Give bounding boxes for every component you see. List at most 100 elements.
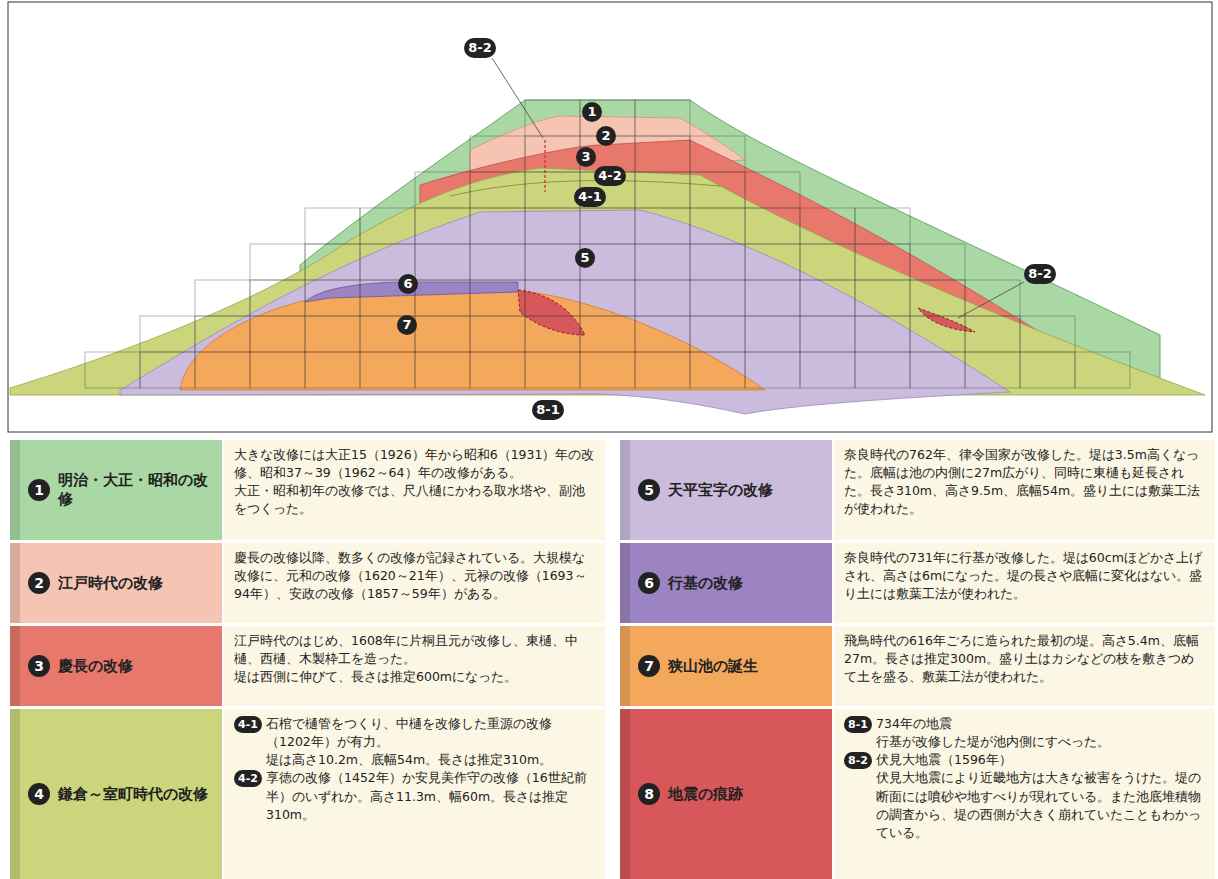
callout-number: 6 bbox=[398, 274, 418, 294]
description-cell: 大きな改修には大正15（1926）年から昭和6（1931）年の改修、昭和37～3… bbox=[224, 440, 605, 540]
description-cell: 奈良時代の731年に行基が改修した。堤は60cmほどかさ上げされ、高さは6mにな… bbox=[834, 543, 1215, 623]
grid-cell bbox=[525, 208, 580, 244]
description-text: 江戸時代のはじめ、1608年に片桐且元が改修し、東樋、中樋、西樋、木製枠工を造っ… bbox=[234, 632, 595, 668]
grid-cell bbox=[305, 352, 360, 388]
grid-cell bbox=[580, 316, 635, 352]
grid-cell bbox=[250, 280, 305, 316]
grid-cell bbox=[690, 208, 745, 244]
grid-cell bbox=[635, 100, 690, 136]
grid-cell bbox=[690, 244, 745, 280]
grid-cell bbox=[855, 208, 910, 244]
grid-cell bbox=[525, 352, 580, 388]
legend-row: 6行基の改修奈良時代の731年に行基が改修した。堤は60cmほどかさ上げされ、高… bbox=[620, 543, 1215, 623]
grid-cell bbox=[580, 352, 635, 388]
grid-cell bbox=[470, 352, 525, 388]
grid-cell bbox=[745, 172, 800, 208]
grid-cell bbox=[525, 244, 580, 280]
grid-cell bbox=[855, 316, 910, 352]
grid-cell bbox=[580, 208, 635, 244]
grid-cell bbox=[470, 244, 525, 280]
sub-number: 8-1 bbox=[844, 716, 872, 733]
slip-8-2 bbox=[918, 308, 975, 332]
grid-cell bbox=[910, 244, 965, 280]
layer-5 bbox=[120, 210, 1010, 414]
grid-cell bbox=[360, 208, 415, 244]
title-cell: 3慶長の改修 bbox=[10, 626, 222, 706]
grid-cell bbox=[635, 280, 690, 316]
grid-cell bbox=[635, 136, 690, 172]
legend-row: 1明治・大正・昭和の改修大きな改修には大正15（1926）年から昭和6（1931… bbox=[10, 440, 605, 540]
grid-cell bbox=[1020, 316, 1075, 352]
grid-cell bbox=[800, 316, 855, 352]
description-cell: 江戸時代のはじめ、1608年に片桐且元が改修し、東樋、中樋、西樋、木製枠工を造っ… bbox=[224, 626, 605, 706]
callout-number: 6 bbox=[638, 572, 660, 594]
grid-cell bbox=[635, 316, 690, 352]
sub-number: 4-1 bbox=[234, 716, 262, 733]
grid-cell bbox=[195, 352, 250, 388]
legend-row: 3慶長の改修江戸時代のはじめ、1608年に片桐且元が改修し、東樋、中樋、西樋、木… bbox=[10, 626, 605, 706]
grid-cell bbox=[635, 172, 690, 208]
grid-cell bbox=[360, 352, 415, 388]
description-cell: 8-1734年の地震行基が改修した堤が池内側にすべった。8-2伏見大地震（159… bbox=[834, 709, 1215, 879]
grid-cell bbox=[1075, 352, 1130, 388]
title-cell: 7 狭山池の誕生 bbox=[620, 626, 832, 706]
row-title: 狭山池の誕生 bbox=[668, 657, 758, 676]
callout-number: 4-2 bbox=[594, 166, 626, 186]
grid-cell bbox=[195, 280, 250, 316]
description-text: 堤は西側に伸びて、長さは推定600mになった。 bbox=[234, 668, 595, 686]
grid-cell bbox=[800, 208, 855, 244]
callout-number: 2 bbox=[28, 572, 50, 594]
grid-cell bbox=[525, 136, 580, 172]
leader-line bbox=[492, 58, 543, 138]
grid-cell bbox=[195, 316, 250, 352]
grid-cell bbox=[305, 280, 360, 316]
row-title: 鎌倉～室町時代の改修 bbox=[58, 785, 208, 804]
grid-cell bbox=[745, 244, 800, 280]
callout-number: 2 bbox=[596, 126, 616, 146]
description-text: 行基が改修した堤が池内側にすべった。 bbox=[876, 733, 1205, 751]
callout-number: 5 bbox=[638, 479, 660, 501]
grid-cell bbox=[965, 280, 1020, 316]
description-text: 大正・昭和初年の改修では、尺八樋にかわる取水塔や、副池をつくった。 bbox=[234, 482, 595, 518]
grid-cell bbox=[855, 280, 910, 316]
grid-cell bbox=[415, 316, 470, 352]
description-text: 奈良時代の762年、律令国家が改修した。堤は3.5m高くなった。底幅は池の内側に… bbox=[844, 446, 1205, 519]
callout-number: 4-1 bbox=[574, 187, 606, 207]
grid-cell bbox=[635, 208, 690, 244]
grid-cell bbox=[855, 352, 910, 388]
row-title: 天平宝字の改修 bbox=[668, 481, 773, 500]
grid-cell bbox=[415, 244, 470, 280]
grid-cell bbox=[470, 208, 525, 244]
legend-row: 2江戸時代の改修慶長の改修以降、数多くの改修が記録されている。大規模な改修に、元… bbox=[10, 543, 605, 623]
grid-cell bbox=[745, 316, 800, 352]
description-text: 堤は高さ10.2m、底幅54m。長さは推定310m。 bbox=[266, 751, 595, 769]
description-text: 石棺で樋管をつくり、中樋を改修した重源の改修（1202年）が有力。 bbox=[266, 715, 595, 751]
callout-number: 1 bbox=[582, 102, 602, 122]
title-cell: 2江戸時代の改修 bbox=[10, 543, 222, 623]
grid-cell bbox=[690, 280, 745, 316]
grid-cell bbox=[910, 316, 965, 352]
callout-number: 5 bbox=[575, 248, 595, 268]
callout-number: 8 bbox=[638, 783, 660, 805]
grid-cell bbox=[140, 316, 195, 352]
grid-cell bbox=[415, 352, 470, 388]
description-cell: 4-1石棺で樋管をつくり、中樋を改修した重源の改修（1202年）が有力。堤は高さ… bbox=[224, 709, 605, 879]
callout-number: 4 bbox=[28, 783, 50, 805]
grid-cell bbox=[690, 352, 745, 388]
grid-cell bbox=[85, 352, 140, 388]
grid-cell bbox=[525, 280, 580, 316]
sub-item: 8-1734年の地震行基が改修した堤が池内側にすべった。 bbox=[844, 715, 1205, 751]
grid-cell bbox=[305, 316, 360, 352]
callout-number: 8-2 bbox=[1024, 264, 1056, 284]
grid-cell bbox=[745, 280, 800, 316]
legend-row: 5 天平宝字の改修 奈良時代の762年、律令国家が改修した。堤は3.5m高くなった。… bbox=[620, 440, 1215, 540]
sub-item: 4-2享徳の改修（1452年）か安見美作守の改修（16世紀前半）のいずれか。高さ… bbox=[234, 769, 595, 823]
grid-cell bbox=[415, 280, 470, 316]
grid-cell bbox=[415, 208, 470, 244]
grid-cell bbox=[965, 316, 1020, 352]
callout-number: 7 bbox=[638, 655, 660, 677]
grid-cell bbox=[965, 352, 1020, 388]
sub-item: 8-2伏見大地震（1596年）伏見大地震により近畿地方は大きな被害をうけた。堤の… bbox=[844, 751, 1205, 842]
sub-number: 8-2 bbox=[844, 752, 872, 769]
